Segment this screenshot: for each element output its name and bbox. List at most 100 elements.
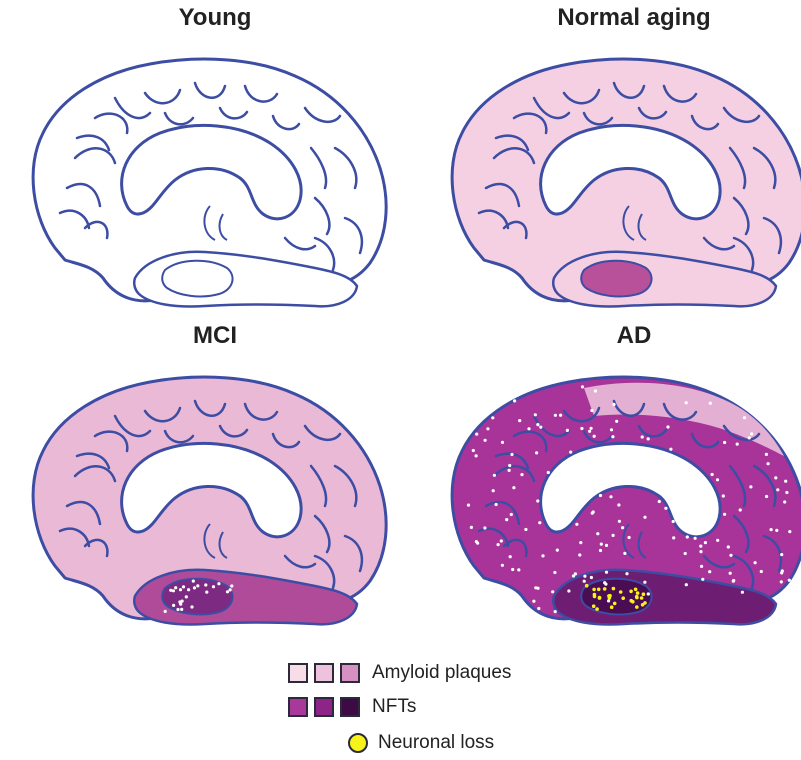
plaque-dot (547, 471, 550, 474)
plaque-dot (774, 476, 777, 479)
plaque-dot (508, 464, 511, 467)
plaque-dot (537, 607, 540, 610)
plaque-dot (212, 585, 215, 588)
plaque-dot (700, 565, 703, 568)
plaque-dot (484, 439, 487, 442)
plaque-dot (618, 520, 621, 523)
plaque-dot (708, 570, 711, 573)
neuronal-loss-dot (592, 604, 596, 608)
plaque-dot (486, 427, 489, 430)
neuronal-loss-dot (603, 587, 607, 591)
plaque-dot (615, 420, 618, 423)
panel-young: Young (15, 4, 415, 334)
plaque-dot (554, 414, 557, 417)
plaque-dot (196, 584, 199, 587)
neuronal-loss-dot (621, 596, 625, 600)
plaque-dot (509, 555, 512, 558)
legend-swatch-nft-2 (314, 697, 334, 717)
plaque-dot (588, 430, 591, 433)
plaque-dot (593, 435, 596, 438)
plaque-dot (672, 536, 675, 539)
plaque-dot (517, 568, 520, 571)
plaque-dot (685, 401, 688, 404)
plaque-dot (495, 503, 498, 506)
neuronal-loss-dot (597, 588, 601, 592)
plaque-dot (174, 586, 177, 589)
plaque-dot (699, 545, 702, 548)
hippocampus-region (162, 261, 232, 297)
neuronal-loss-dot (636, 591, 640, 595)
plaque-dot (643, 581, 646, 584)
plaque-dot (701, 578, 704, 581)
plaque-dot (694, 537, 697, 540)
panel-ad: AD (434, 322, 801, 652)
plaque-dot (583, 575, 586, 578)
plaque-dot (475, 540, 478, 543)
plaque-dot (483, 526, 486, 529)
plaque-dot (554, 610, 557, 613)
plaque-dot (164, 610, 167, 613)
plaque-dot (553, 571, 556, 574)
plaque-dot (628, 536, 631, 539)
legend-row-neuronal-loss: Neuronal loss (288, 730, 494, 756)
plaque-dot (748, 436, 751, 439)
neuronal-loss-dot (598, 596, 602, 600)
plaque-dot (780, 580, 783, 583)
plaque-dot (722, 494, 725, 497)
plaque-dot (539, 426, 542, 429)
plaque-dot (611, 435, 614, 438)
plaque-dot (716, 478, 719, 481)
plaque-dot (788, 579, 791, 582)
brain-normal-aging (434, 38, 801, 328)
plaque-dot (590, 427, 593, 430)
neuronal-loss-dot (635, 595, 639, 599)
plaque-dot (230, 584, 233, 587)
plaque-dot (518, 419, 521, 422)
legend-swatch-amyloid-3 (340, 663, 360, 683)
neuronal-loss-dot (612, 587, 616, 591)
plaque-dot (776, 488, 779, 491)
legend-row-nfts: NFTs (288, 694, 416, 720)
plaque-dot (475, 433, 478, 436)
plaque-dot (510, 513, 513, 516)
plaque-dot (470, 526, 473, 529)
plaque-dot (664, 507, 667, 510)
plaque-dot (591, 512, 594, 515)
legend-swatch-amyloid-1 (288, 663, 308, 683)
plaque-dot (190, 605, 193, 608)
plaque-dot (704, 541, 707, 544)
neuronal-loss-dot (641, 603, 645, 607)
plaque-dot (612, 534, 615, 537)
brain-mci (15, 356, 405, 646)
plaque-dot (187, 588, 190, 591)
neuronal-loss-dot (640, 596, 644, 600)
plaque-dot (536, 423, 539, 426)
plaque-dot (580, 427, 583, 430)
plaque-dot (501, 441, 504, 444)
plaque-dot (658, 500, 661, 503)
hippocampus-region (581, 261, 651, 297)
plaque-dot (512, 486, 515, 489)
plaque-dot (583, 580, 586, 583)
plaque-dot (605, 571, 608, 574)
neuronal-loss-dot (593, 595, 597, 599)
plaque-dot (741, 591, 744, 594)
plaque-dot (727, 545, 730, 548)
plaque-dot (532, 600, 535, 603)
plaque-dot (621, 526, 624, 529)
plaque-dot (684, 552, 687, 555)
plaque-dot (491, 416, 494, 419)
plaque-dot (607, 599, 610, 602)
legend-swatch-amyloid-2 (314, 663, 334, 683)
plaque-dot (625, 572, 628, 575)
plaque-dot (599, 549, 602, 552)
legend-swatch-nft-3 (340, 697, 360, 717)
plaque-dot (472, 449, 475, 452)
plaque-dot (736, 443, 739, 446)
plaque-dot (617, 503, 620, 506)
plaque-dot (541, 554, 544, 557)
plaque-dot (566, 429, 569, 432)
panel-title-normal-aging: Normal aging (434, 4, 801, 32)
plaque-dot (709, 402, 712, 405)
plaque-dot (179, 588, 182, 591)
